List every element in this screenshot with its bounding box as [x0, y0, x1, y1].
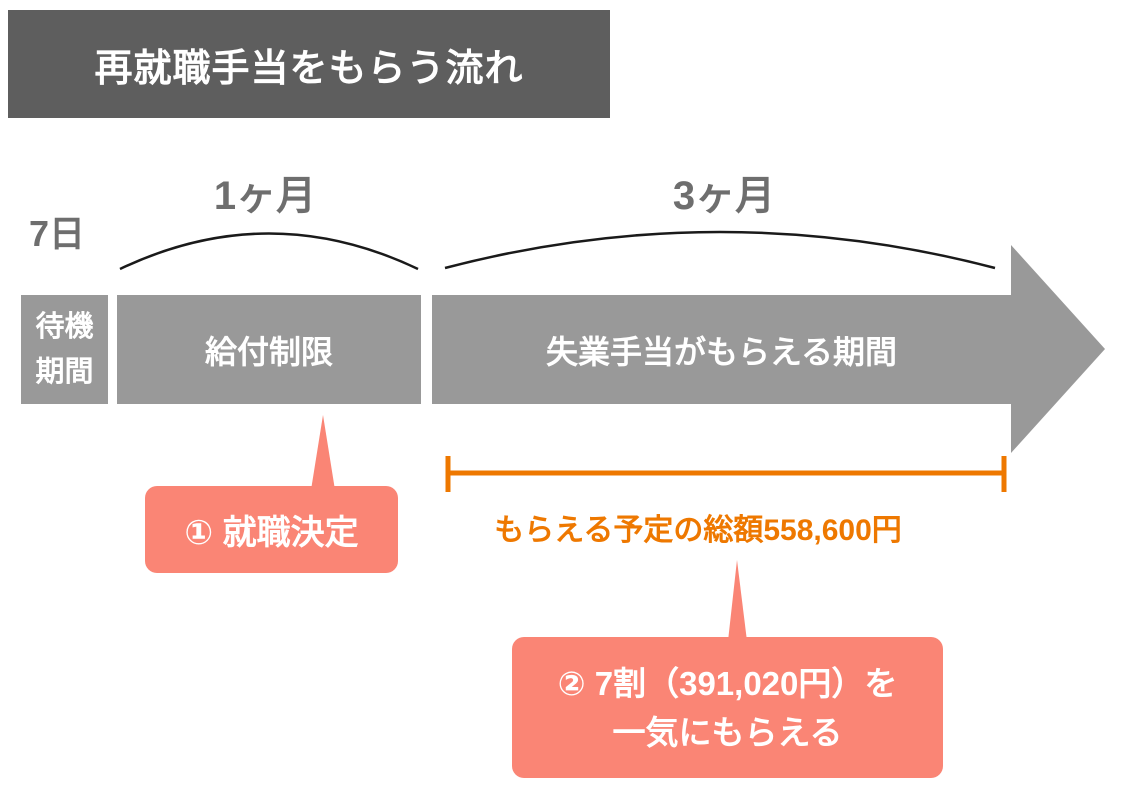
waiting-period-line1: 待機 [35, 310, 94, 343]
waiting-period-line2: 期間 [35, 355, 94, 388]
one-month-brace-arc [119, 232, 419, 271]
callout-lump-sum-line2: 一気にもらえる [612, 713, 843, 751]
timeline-segment-waiting-period: 待機 期間 [21, 295, 108, 404]
title-banner: 再就職手当をもらう流れ [8, 10, 610, 118]
callout-job-decided: ① 就職決定 [145, 486, 398, 573]
timeline-segment-benefit-restriction: 給付制限 [117, 295, 421, 404]
timeline-segment-unemployment-benefit-period: 失業手当がもらえる期間 [432, 295, 1011, 404]
total-range-bracket [445, 456, 1007, 492]
benefit-restriction-label: 給付制限 [204, 333, 333, 370]
unemployment-benefit-period-label: 失業手当がもらえる期間 [545, 333, 898, 370]
timeline-arrowhead-icon [1011, 245, 1105, 453]
callout-lump-sum-payment: ② 7割（391,020円）を 一気にもらえる [512, 637, 943, 778]
three-months-brace-arc [444, 230, 996, 270]
callout-job-decided-label: ① 就職決定 [184, 514, 359, 552]
duration-label-3months: 3ヶ月 [672, 174, 776, 218]
callout1-pointer-icon [311, 415, 335, 490]
total-amount-label: もらえる予定の総額558,600円 [494, 514, 902, 547]
page-title: 再就職手当をもらう流れ [94, 47, 524, 90]
duration-label-7days: 7日 [28, 213, 86, 254]
callout2-pointer-icon [728, 560, 747, 641]
callout-lump-sum-line1: ② 7割（391,020円）を [557, 664, 898, 702]
duration-label-1month: 1ヶ月 [213, 174, 317, 218]
